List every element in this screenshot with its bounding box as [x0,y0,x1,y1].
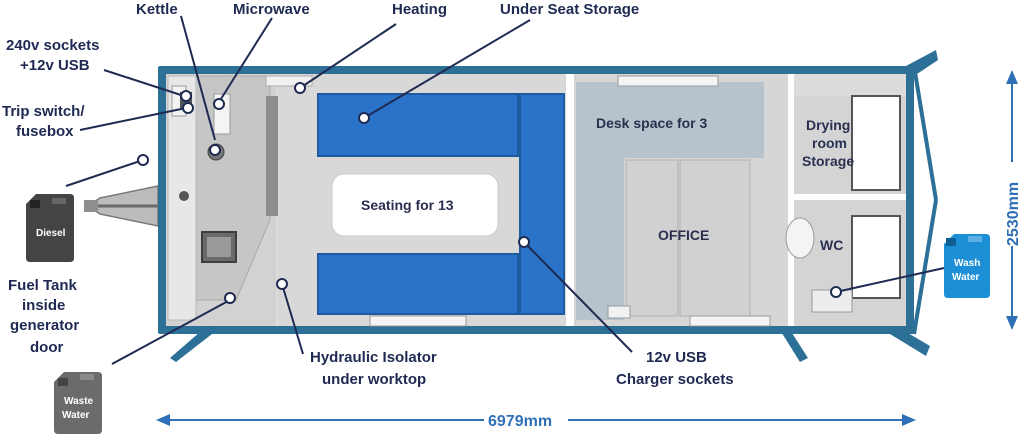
bench-right [519,93,565,315]
office-bottom-window [689,315,771,327]
sink-bowl [207,237,231,257]
label-heating: Heating [392,1,447,18]
label-kettle: Kettle [136,1,178,18]
wash-can-label-line2: Water [952,272,980,283]
label-sockets-line2: +12v USB [20,57,90,74]
label-fuel-line4: door [30,339,63,356]
label-trip-line1: Trip switch/ [2,103,85,120]
diesel-can-icon [26,194,74,262]
room-seating: Seating for 13 [361,197,454,213]
label-under-seat-storage: Under Seat Storage [500,1,639,18]
label-usb-line2: Charger sockets [616,371,734,388]
width-dimension-label: 2530mm [1005,182,1022,246]
waste-water-can-icon [54,372,102,434]
length-dimension-label: 6979mm [488,413,552,430]
room-drying-line1: Drying [806,117,850,133]
toilet [785,217,815,259]
callout-markers [137,82,842,304]
waste-can-label-line1: Waste [64,396,94,407]
label-trip-line2: fusebox [16,123,74,140]
length-dimension-arrow [156,410,916,430]
office-door-right [679,159,751,317]
bench-top [317,93,519,157]
tow-hitch [84,185,159,227]
label-fuel-line3: generator [10,317,79,334]
drying-room-divider [794,194,906,200]
waste-can-label-line2: Water [62,410,90,421]
bench-bottom [317,253,519,315]
room-drying-line3: Storage [802,153,854,169]
room-wc: WC [820,237,843,253]
partition-wall [566,74,574,326]
label-hydraulic-line2: under worktop [322,371,426,388]
cabinet-strip [266,96,278,216]
drying-window [851,95,901,191]
room-office: OFFICE [658,227,709,243]
end-door-bottom [890,326,930,356]
desk-top [576,82,764,158]
wc-window [851,215,901,299]
bottom-window [369,315,467,327]
wash-can-label-line1: Wash [954,258,980,269]
room-desk: Desk space for 3 [596,115,707,131]
label-hydraulic-line1: Hydraulic Isolator [310,349,437,366]
right-door [780,330,808,362]
table [331,173,499,237]
label-usb-line1: 12v USB [646,349,707,366]
office-window [617,75,719,87]
width-dimension-arrow [1002,70,1022,330]
label-fuel-line2: inside [22,297,65,314]
partition-wall-2 [788,74,794,326]
container-unit [84,50,938,362]
left-door [170,326,212,362]
leader-lines [65,15,945,365]
generator-port [179,191,189,201]
label-sockets-line1: 240v sockets [6,37,99,54]
label-microwave: Microwave [233,1,310,18]
label-fuel-line1: Fuel Tank [8,277,78,294]
wash-water-can-icon [944,234,990,298]
office-socket [607,305,631,319]
room-drying-line2: room [812,135,847,151]
diesel-can-label: Diesel [36,228,66,239]
office-door-left [625,159,679,317]
